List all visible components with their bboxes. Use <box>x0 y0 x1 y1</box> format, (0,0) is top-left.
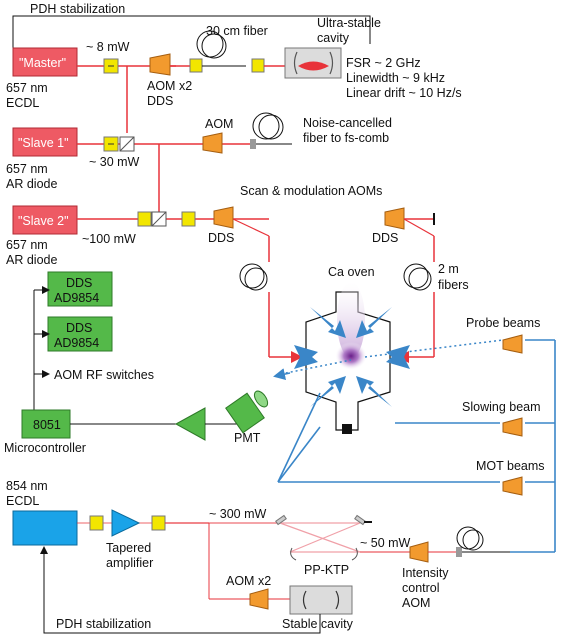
master-type-2: ECDL <box>6 96 39 110</box>
slave1-type-1: 657 nm <box>6 162 48 176</box>
blue-beams <box>277 339 556 553</box>
micro-label: 8051 <box>33 418 61 432</box>
power-50: ~ 50 mW <box>360 536 411 550</box>
fiber-loop-2m-right-b <box>408 267 432 291</box>
mot-beams-label: MOT beams <box>476 459 545 473</box>
fiber-30cm-label: 30 cm fiber <box>206 24 268 38</box>
slave2-laser <box>12 205 78 235</box>
fibers-2m-2: fibers <box>438 278 469 292</box>
probe-beams-label: Probe beams <box>466 316 540 330</box>
atom-cloud <box>335 342 367 370</box>
dds1-line2: AD9854 <box>54 291 99 305</box>
dds-left-label: DDS <box>208 231 234 245</box>
pmt-amplifier <box>174 407 206 441</box>
dds-ad9854-1 <box>47 271 113 307</box>
aom-rf-switches-label: AOM RF switches <box>54 368 154 382</box>
mot-arrows <box>294 307 410 407</box>
fiber-loop-comb-a <box>252 112 280 140</box>
aom-x2-854 <box>249 588 269 610</box>
slave2-type-2: AR diode <box>6 253 57 267</box>
dds2-line2: AD9854 <box>54 336 99 350</box>
fiber-loop-comb-b <box>258 114 284 140</box>
ppktp-label: PP-KTP <box>304 563 349 577</box>
noise-fiber-2: fiber to fs-comb <box>303 131 389 145</box>
laser854-type-2: ECDL <box>6 494 39 508</box>
aom-scan-left <box>213 206 234 229</box>
vacuum-chamber <box>305 282 391 434</box>
fiber-coupler-1 <box>189 58 203 73</box>
pdh-top-label: PDH stabilization <box>30 2 125 16</box>
dds2-line1: DDS <box>66 321 92 335</box>
stable-cavity-label: Stable cavity <box>282 617 354 631</box>
dds-right-label: DDS <box>372 231 398 245</box>
pdh-bottom-loop <box>40 546 321 634</box>
isolator-slave2-a <box>137 211 152 227</box>
power-300: ~ 300 mW <box>209 507 267 521</box>
tapered-amplifier <box>111 509 141 537</box>
micro-desc: Microcontroller <box>4 441 86 455</box>
laser854-type-1: 854 nm <box>6 479 48 493</box>
fiber-loop-30cm-b <box>201 33 227 59</box>
dds1-line1: DDS <box>66 276 92 290</box>
aom-probe <box>502 334 523 354</box>
tapered-amp-1: Tapered <box>106 541 151 555</box>
cavity-label-2: cavity <box>317 31 350 45</box>
aom-comb-label: AOM <box>205 117 233 131</box>
slave2-label: "Slave 2" <box>18 214 69 228</box>
ca-oven-label: Ca oven <box>328 265 375 279</box>
cavity-spec-3: Linear drift ~ 10 Hz/s <box>346 86 462 100</box>
intensity-2: control <box>402 581 440 595</box>
isolator-854-a <box>89 515 104 531</box>
aom-x2-label: AOM x2 <box>147 79 192 93</box>
aom-slowing <box>502 417 523 437</box>
master-label: "Master" <box>19 56 66 70</box>
aom-scan-right <box>384 207 405 230</box>
fiber-coupler-2 <box>251 58 265 73</box>
fibers-2m-1: 2 m <box>438 262 459 276</box>
slave1-power: ~ 30 mW <box>89 155 140 169</box>
cavity-label-1: Ultra-stable <box>317 16 381 30</box>
isolator-854-b <box>151 515 166 531</box>
slave1-laser <box>12 127 78 157</box>
master-type-1: 657 nm <box>6 81 48 95</box>
aom-master <box>149 53 171 76</box>
aom-mot <box>502 476 523 496</box>
tapered-amp-2: amplifier <box>106 556 153 570</box>
laser-854-ecdl <box>12 510 78 546</box>
slave1-type-2: AR diode <box>6 177 57 191</box>
master-laser <box>12 47 78 77</box>
fiber-loop-854-b <box>462 529 484 551</box>
aom-comb <box>202 132 223 154</box>
pmt-label: PMT <box>234 431 261 445</box>
slave1-label: "Slave 1" <box>18 136 69 150</box>
slowing-beam-label: Slowing beam <box>462 400 541 414</box>
microcontroller-8051 <box>21 409 71 439</box>
fiber-loop-2m-left-b <box>244 267 268 291</box>
intensity-3: AOM <box>402 596 430 610</box>
aom-intensity <box>409 541 429 563</box>
pdh-bottom-label: PDH stabilization <box>56 617 151 631</box>
fiber-loop-2m-left-a <box>239 263 265 289</box>
pdh-top-loop <box>12 15 371 73</box>
cavity-spec-1: FSR ~ 2 GHz <box>346 56 421 70</box>
slave2-type-1: 657 nm <box>6 238 48 252</box>
slave2-power: ~100 mW <box>82 232 136 246</box>
intensity-1: Intensity <box>402 566 449 580</box>
isolator-slave2-b <box>181 211 196 227</box>
pmt <box>225 390 269 434</box>
scan-mod-label: Scan & modulation AOMs <box>240 184 382 198</box>
cavity-spec-2: Linewidth ~ 9 kHz <box>346 71 445 85</box>
aom-x2-bottom-label: AOM x2 <box>226 574 271 588</box>
noise-fiber-1: Noise-cancelled <box>303 116 392 130</box>
aom-dds-label: DDS <box>147 94 173 108</box>
ppktp-cavity <box>279 522 361 553</box>
stable-cavity <box>289 585 353 615</box>
dds-ad9854-2 <box>47 316 113 352</box>
master-power: ~ 8 mW <box>86 40 130 54</box>
fiber-loop-2m-right-a <box>403 263 429 289</box>
